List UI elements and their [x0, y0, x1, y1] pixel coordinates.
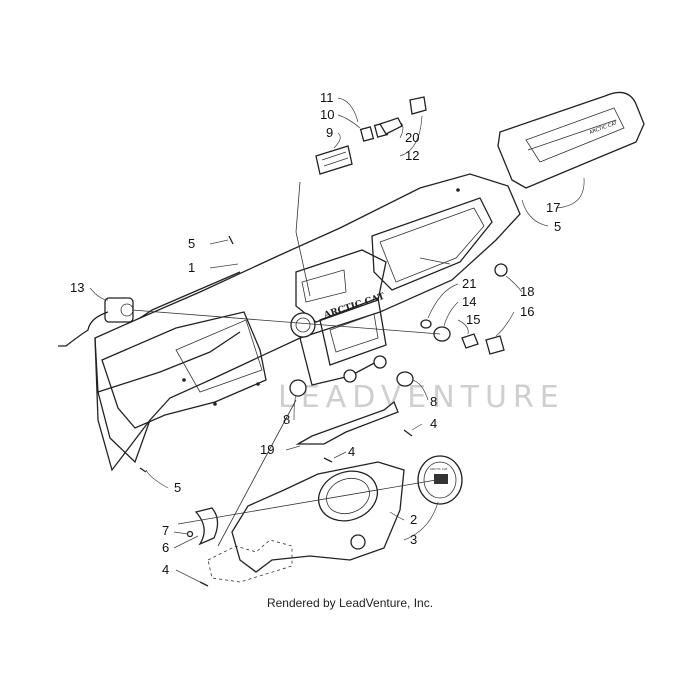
callout-4-upper: 4: [430, 416, 437, 431]
screw-part-4-b: [323, 457, 333, 463]
screw-part-5-a: [228, 235, 234, 245]
knob-part-16: [485, 335, 505, 355]
switch-cap-part-10: [359, 126, 375, 142]
callout-1: 1: [188, 260, 195, 275]
callout-6: 6: [162, 540, 169, 555]
grommet-part-14: [433, 326, 451, 342]
instrument-cover-part-17: ARCTIC CAT: [497, 91, 645, 189]
callout-17: 17: [546, 200, 560, 215]
callout-15: 15: [466, 312, 480, 327]
callout-8-left: 8: [283, 412, 290, 427]
callout-5-right: 5: [554, 219, 561, 234]
watermark-text: LEADVENTURE: [278, 380, 565, 415]
callout-8-right: 8: [430, 394, 437, 409]
switch-part-15: [461, 333, 479, 349]
callout-3: 3: [410, 532, 417, 547]
callouts: 11 10 9 20 12 17 5 5 1 13 21 14 18 15 16…: [70, 90, 561, 577]
gauge-housing-part-2: [231, 461, 405, 573]
knob-part-8-right: [396, 371, 414, 387]
callout-5-top: 5: [188, 236, 195, 251]
callout-20: 20: [405, 130, 419, 145]
bracket-part-19: [295, 400, 399, 445]
switch-connector-part-12: [379, 117, 403, 135]
callout-9: 9: [326, 125, 333, 140]
callout-11: 11: [320, 90, 334, 105]
callout-10: 10: [320, 107, 334, 122]
speedometer-gauge-part-3: ARCTIC CAT: [417, 455, 463, 505]
render-credit: Rendered by LeadVenture, Inc.: [266, 596, 434, 610]
trim-ring-part-6: [194, 507, 219, 546]
callout-5-bottom: 5: [174, 480, 181, 495]
clip-part-7: [186, 530, 194, 538]
callout-7: 7: [162, 523, 169, 538]
callout-12: 12: [405, 148, 419, 163]
switch-plug-part-20: [409, 96, 427, 115]
plug-part-18: [494, 263, 508, 277]
callout-19: 19: [260, 442, 274, 457]
callout-18: 18: [520, 284, 534, 299]
ignition-switch-part-13: [58, 297, 134, 347]
leader-lines: [89, 97, 585, 583]
dashboard-body: ARCTIC CAT: [94, 173, 521, 472]
callout-2: 2: [410, 512, 417, 527]
callout-16: 16: [520, 304, 534, 319]
callout-13: 13: [70, 280, 84, 295]
callout-14: 14: [462, 294, 476, 309]
callout-4-lower: 4: [162, 562, 169, 577]
hidden-outline: [207, 539, 293, 583]
screw-part-4-a: [403, 429, 413, 437]
gauge-brand-mark: ARCTIC CAT: [430, 467, 448, 471]
switch-block-part-9: [315, 145, 353, 175]
callout-4-mid: 4: [348, 444, 355, 459]
screw-part-5-b: [139, 467, 147, 473]
callout-21: 21: [462, 276, 476, 291]
screw-part-4-c: [199, 581, 209, 587]
knob-part-21: [420, 319, 432, 329]
